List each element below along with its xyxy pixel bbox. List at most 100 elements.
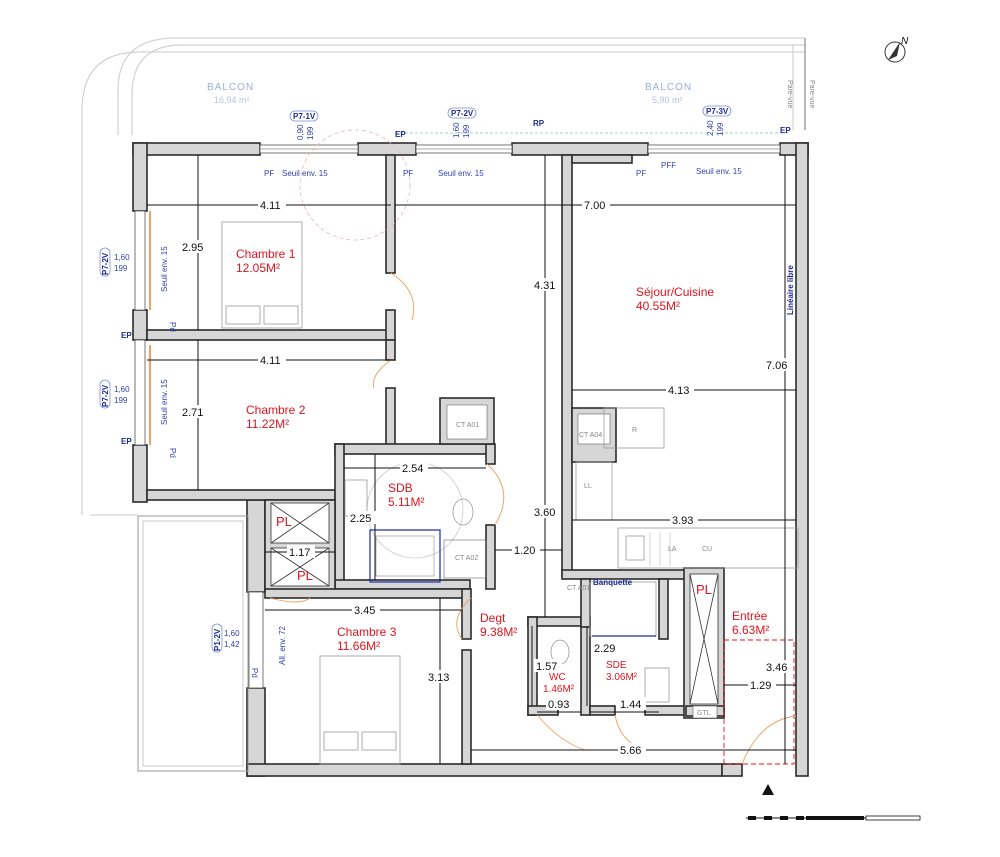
tag-p71v-code: P7-1V	[293, 112, 316, 121]
banquette-label: Banquette	[593, 578, 633, 587]
gtl-label: GTL	[697, 710, 711, 717]
dim-chambre1-width: 4.11	[260, 200, 281, 212]
balcony-outline	[81, 37, 806, 516]
room-degt-area: 9.38M²	[480, 625, 517, 639]
dim-sejour-width-mid: 4.13	[668, 385, 689, 397]
tag-p12v-code: P1-2V	[213, 628, 222, 651]
dim-entree-depth: 3.46	[766, 662, 787, 674]
dim-chambre3-depth: 3.13	[428, 672, 449, 684]
ep-label: EP	[121, 331, 132, 340]
placard-label: PL	[297, 568, 313, 583]
ep-label: EP	[780, 126, 791, 135]
balcony-left-area: 16,94 m²	[214, 95, 250, 105]
dimension-labels: 4.11 7.00 2.95 4.11 2.71 4.31 7.06 4.13 …	[180, 198, 792, 757]
room-chambre1-area: 12.05M²	[236, 261, 280, 275]
room-chambre3-area: 11.66M²	[337, 639, 380, 653]
pd-label: Pd	[168, 448, 177, 458]
room-entree-name: Entrée	[732, 609, 768, 623]
dim-degt-width: 5.66	[620, 745, 641, 757]
dim-sdb-width: 2.54	[402, 463, 423, 475]
dim-degt-depth: 3.60	[534, 507, 555, 519]
seuil-label: Seuil env. 15	[696, 167, 742, 176]
dim-wc-width: 0.93	[548, 699, 569, 711]
dim-chambre2-depth: 2.71	[182, 407, 203, 419]
seuil-label-vertical: Seuil env. 15	[160, 246, 169, 292]
pd-label: Pd	[250, 668, 259, 678]
room-wc-area: 1.46M²	[543, 684, 575, 695]
pf-label: PF	[403, 169, 413, 178]
tag-p12v-w: 1,42	[224, 640, 240, 649]
tag-p71v-h: 0,90	[296, 124, 305, 140]
room-sdb-name: SDB	[388, 481, 413, 495]
pare-vue-label-2: Pare-vue	[808, 80, 815, 109]
tag-p72v-side1-code: P7-2V	[101, 252, 110, 275]
exterior-walls	[132, 142, 809, 777]
tag-p72v-side2-w: 199	[114, 396, 128, 405]
dim-pl-width: 1.17	[289, 547, 310, 559]
dim-cuisine-width: 3.93	[672, 515, 693, 527]
seuil-label-vertical: Seuil env. 15	[160, 379, 169, 425]
balcony-left-label: BALCON	[207, 82, 254, 93]
pare-vue-label: Pare-vue	[786, 80, 793, 109]
dim-passage-width: 1.20	[514, 545, 535, 557]
lineaire-label: Linéaire libre	[786, 265, 795, 315]
north-compass-icon: N	[884, 36, 909, 63]
tag-p72v-top-w: 199	[462, 124, 471, 138]
tag-p71v-w: 199	[306, 126, 315, 140]
dim-chambre2-width: 4.11	[260, 355, 281, 367]
balcony-right-area: 5,90 m²	[652, 95, 683, 105]
rp-label: RP	[533, 119, 545, 128]
tag-p72v-side1-h: 1,60	[114, 253, 130, 262]
dim-sejour-depth-right: 7.06	[766, 360, 787, 372]
dim-chambre3-width: 3.45	[354, 605, 375, 617]
windows	[134, 132, 790, 689]
placard-label: PL	[276, 514, 292, 529]
room-sejour-area: 40.55M²	[636, 299, 680, 313]
dim-sejour-width: 7.00	[584, 200, 605, 212]
room-labels: Chambre 1 12.05M² Chambre 2 11.22M² SDB …	[236, 247, 769, 695]
pd-label: Pd	[168, 322, 177, 332]
dim-sejour-depth-top: 4.31	[534, 280, 555, 292]
ll-label: LL	[584, 483, 592, 490]
tag-p72v-side2-h: 1,60	[114, 385, 130, 394]
room-sde-name: SDE	[606, 660, 627, 671]
ct-a01-label: CT A01	[456, 422, 479, 429]
dim-chambre1-depth: 2.95	[182, 242, 203, 254]
room-entree-area: 6.63M²	[732, 623, 769, 637]
room-chambre3-name: Chambre 3	[337, 625, 397, 639]
entrance-arrow-icon	[762, 784, 774, 795]
cu-label: CU	[702, 546, 712, 553]
room-chambre2-name: Chambre 2	[246, 403, 306, 417]
balcony-right-label: BALCON	[645, 82, 692, 93]
dim-wc-depth: 1.57	[536, 661, 557, 673]
tag-p73v-h: 2,40	[706, 120, 715, 136]
scale-bar	[746, 815, 921, 821]
dim-sdb-depth: 2.25	[350, 513, 371, 525]
interior-walls	[146, 154, 725, 765]
tag-p73v-code: P7-3V	[706, 107, 729, 116]
la-label: LA	[668, 546, 677, 553]
room-wc-name: WC	[549, 672, 566, 683]
room-sejour-name: Séjour/Cuisine	[636, 285, 714, 299]
room-sde-area: 3.06M²	[606, 672, 638, 683]
tag-p73v-w: 199	[716, 122, 725, 136]
room-chambre1-name: Chambre 1	[236, 247, 296, 261]
dim-entree-width: 1.29	[750, 680, 771, 692]
placard-label: PL	[696, 582, 712, 597]
seuil-label: Seuil env. 15	[282, 169, 328, 178]
window-tags: P7-1V 0,90 199 P7-2V 1,60 199 P7-3V 2,40…	[99, 105, 732, 653]
north-label: N	[901, 36, 909, 47]
tag-p72v-top-h: 1,60	[452, 122, 461, 138]
tag-p72v-top-code: P7-2V	[451, 109, 474, 118]
ct-a02-label: CT A02	[455, 555, 478, 562]
tag-p72v-side1-w: 199	[114, 264, 128, 273]
room-sdb-area: 5.11M²	[388, 495, 424, 509]
tag-p12v-h: 1,60	[224, 629, 240, 638]
ep-label: EP	[395, 130, 406, 139]
ct-a04-label: CT A04	[579, 432, 602, 439]
room-degt-name: Degt	[480, 611, 506, 625]
loggia	[137, 515, 249, 772]
fixtures	[221, 129, 799, 765]
all-label-vertical: All. env. 72	[278, 625, 287, 665]
